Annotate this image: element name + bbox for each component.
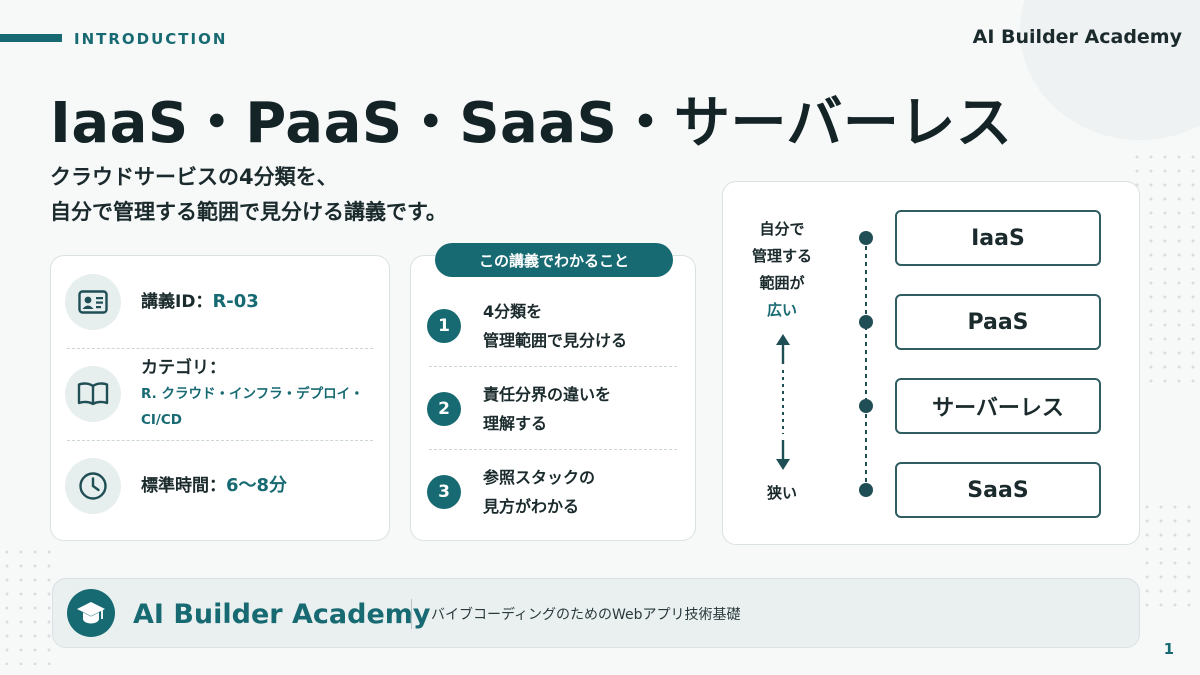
learning-point-line: 理解する: [483, 414, 548, 433]
category-row: カテゴリ： R. クラウド・インフラ・デプロイ・CI/CD: [65, 348, 375, 440]
scope-label-line: 自分で: [759, 220, 805, 238]
page-number: 1: [1163, 640, 1174, 658]
number-badge: 2: [427, 392, 461, 426]
footer-brand: AI Builder Academy: [133, 599, 431, 630]
management-scope-card: 自分で 管理する 範囲が 広い 狭い IaaS PaaS サーバーレス SaaS: [722, 181, 1140, 545]
id-card-icon: [65, 274, 121, 330]
decorative-dots: [0, 545, 60, 665]
footer-description: バイブコーディングのためのWebアプリ技術基礎: [431, 607, 741, 623]
time-value: 6〜8分: [226, 475, 288, 496]
time-row: 標準時間：6〜8分: [65, 440, 375, 532]
number-badge: 1: [427, 309, 461, 343]
time-label: 標準時間：: [141, 476, 226, 496]
scope-wide-label: 自分で 管理する 範囲が 広い: [723, 216, 841, 324]
learning-point: 1 4分類を 管理範囲で見分ける: [427, 286, 683, 366]
number-badge: 3: [427, 475, 461, 509]
divider: [429, 449, 677, 450]
scope-dot: [859, 483, 873, 497]
decorative-dots: [1140, 500, 1200, 610]
category-value: R. クラウド・インフラ・デプロイ・CI/CD: [141, 386, 364, 428]
learning-point-line: 4分類を: [483, 302, 543, 321]
scope-label-line: 管理する: [751, 247, 812, 265]
learning-point-line: 責任分界の違いを: [483, 385, 612, 404]
lecture-id-label: 講義ID：: [141, 292, 213, 312]
scope-narrow-label: 狭い: [766, 484, 797, 502]
scope-dot: [859, 315, 873, 329]
subtitle-line-1: クラウドサービスの4分類を、: [50, 165, 338, 189]
subtitle: クラウドサービスの4分類を、 自分で管理する範囲で見分ける講義です。: [50, 160, 447, 230]
lecture-id-value: R-03: [212, 291, 259, 312]
footer-bar: AI Builder Academy バイブコーディングのためのWebアプリ技術…: [52, 578, 1140, 648]
learning-point: 3 参照スタックの 見方がわかる: [427, 452, 683, 532]
divider: [411, 599, 412, 629]
page-title: IaaS・PaaS・SaaS・サーバーレス: [50, 91, 1013, 156]
up-down-arrow-icon: [776, 334, 790, 470]
learning-point: 2 責任分界の違いを 理解する: [427, 369, 683, 449]
learning-point-line: 管理範囲で見分ける: [483, 331, 628, 350]
service-type-box: SaaS: [895, 462, 1101, 518]
service-type-box: PaaS: [895, 294, 1101, 350]
section-label: INTRODUCTION: [74, 30, 228, 48]
category-label: カテゴリ：: [141, 358, 226, 378]
scope-dot: [859, 399, 873, 413]
learning-point-line: 参照スタックの: [483, 468, 596, 487]
lecture-id-row: 講義ID：R-03: [65, 256, 375, 348]
divider: [429, 366, 677, 367]
scope-label-line: 範囲が: [759, 274, 805, 292]
lecture-info-card: 講義ID：R-03 カテゴリ： R. クラウド・インフラ・デプロイ・CI/CD …: [50, 255, 390, 541]
learning-point-line: 見方がわかる: [483, 497, 580, 516]
scope-dot: [859, 231, 873, 245]
clock-icon: [65, 458, 121, 514]
scope-line: [865, 238, 867, 492]
divider: [67, 440, 373, 441]
learning-points-heading: この講義でわかること: [435, 243, 673, 277]
decorative-dots: [1130, 150, 1200, 390]
decorative-blob: [1020, 0, 1200, 140]
brand-top: AI Builder Academy: [972, 26, 1182, 48]
graduation-cap-icon: [67, 589, 115, 637]
service-type-box: サーバーレス: [895, 378, 1101, 434]
divider: [67, 348, 373, 349]
scope-wide-accent: 広い: [766, 301, 797, 319]
book-icon: [65, 366, 121, 422]
header-accent-bar: [0, 34, 62, 42]
service-type-box: IaaS: [895, 210, 1101, 266]
learning-points-card: 1 4分類を 管理範囲で見分ける 2 責任分界の違いを 理解する 3 参照スタッ…: [410, 255, 696, 541]
subtitle-line-2: 自分で管理する範囲で見分ける講義です。: [50, 200, 447, 224]
